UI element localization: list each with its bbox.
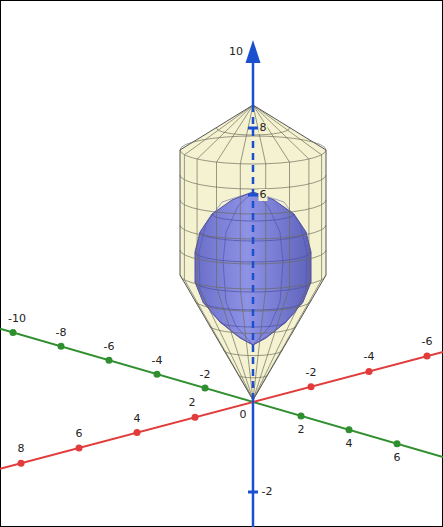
axis-label: -2 (305, 367, 318, 379)
axis-label: 10 (228, 46, 244, 58)
axis-label: -4 (151, 355, 164, 367)
green-axis-line (0, 329, 443, 457)
axis-label: 6 (259, 189, 268, 201)
silo-grid (180, 105, 326, 400)
blue-axis-line (252, 400, 255, 527)
red-tick (134, 429, 141, 436)
axis-label: 8 (17, 443, 26, 455)
axis-label: -2 (199, 369, 212, 381)
axis-label: -8 (55, 327, 68, 339)
axis-label: -2 (261, 486, 274, 498)
green-tick (202, 385, 209, 392)
red-tick (308, 383, 315, 390)
silo-meridian (217, 105, 254, 400)
axis-label: 4 (133, 413, 142, 425)
blue-tick (248, 491, 258, 494)
axis-label: 6 (393, 452, 402, 464)
red-axis-line (0, 352, 443, 469)
silo-meridian (197, 105, 253, 400)
axis-label: 6 (75, 428, 84, 440)
red-tick (366, 368, 373, 375)
silo-meridian (253, 105, 290, 400)
red-tick (18, 460, 25, 467)
green-tick (58, 343, 65, 350)
axis-label: 4 (345, 438, 354, 450)
green-tick (154, 371, 161, 378)
blue-axis-upper (246, 40, 261, 400)
blue-axis-dashed (252, 105, 255, 400)
red-tick (192, 414, 199, 421)
blue-tick (248, 194, 258, 197)
inner-solid-meridian (199, 192, 253, 345)
silo-meridian (184, 105, 253, 400)
silo-meridian (253, 105, 309, 400)
axis-label: 2 (297, 424, 306, 436)
silo-meridian (240, 105, 253, 400)
red-tick (76, 444, 83, 451)
inner-solid-meridian (253, 192, 307, 345)
axis-label: -6 (421, 336, 434, 348)
blue-tick (248, 127, 258, 130)
green-axis (0, 329, 443, 457)
blue-axis-arrowhead (246, 40, 261, 63)
axis-label: 2 (188, 397, 197, 409)
silo-shell (180, 105, 326, 400)
green-tick (298, 412, 305, 419)
green-tick (394, 440, 401, 447)
axis-label: 0 (239, 409, 248, 421)
red-axis (0, 352, 443, 469)
silo-meridian (253, 105, 266, 400)
axis-label: -10 (7, 313, 27, 325)
axis-label: -4 (363, 351, 376, 363)
silo-meridian (253, 105, 322, 400)
green-tick (346, 426, 353, 433)
green-tick (106, 357, 113, 364)
blue-axis-lower (248, 400, 258, 527)
blue-axis-line (252, 60, 255, 105)
green-tick (10, 329, 17, 336)
axis-label: 8 (259, 122, 268, 134)
axis-label: -6 (103, 341, 116, 353)
red-tick (424, 353, 431, 360)
